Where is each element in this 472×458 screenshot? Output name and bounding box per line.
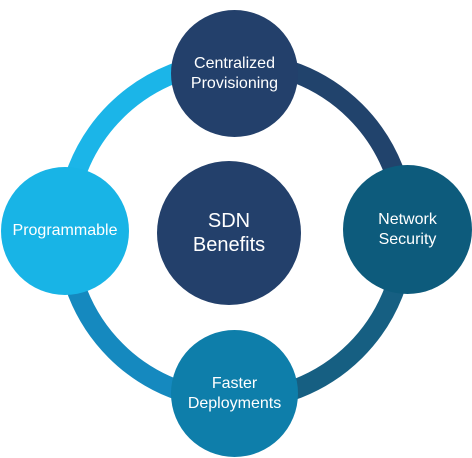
center-node-label: SDN Benefits [192,210,266,256]
node-network-security: Network Security [343,165,472,294]
node-label-top: Centralized Provisioning [190,55,279,92]
node-label-left: Programmable [12,222,118,240]
node-faster-deployments: Faster Deployments [171,330,298,457]
node-label-bottom: Faster Deployments [187,375,282,412]
node-centralized-provisioning: Centralized Provisioning [171,10,298,137]
center-node-sdn-benefits: SDN Benefits [157,161,301,305]
node-label-right: Network Security [378,211,437,248]
node-programmable: Programmable [1,167,129,295]
